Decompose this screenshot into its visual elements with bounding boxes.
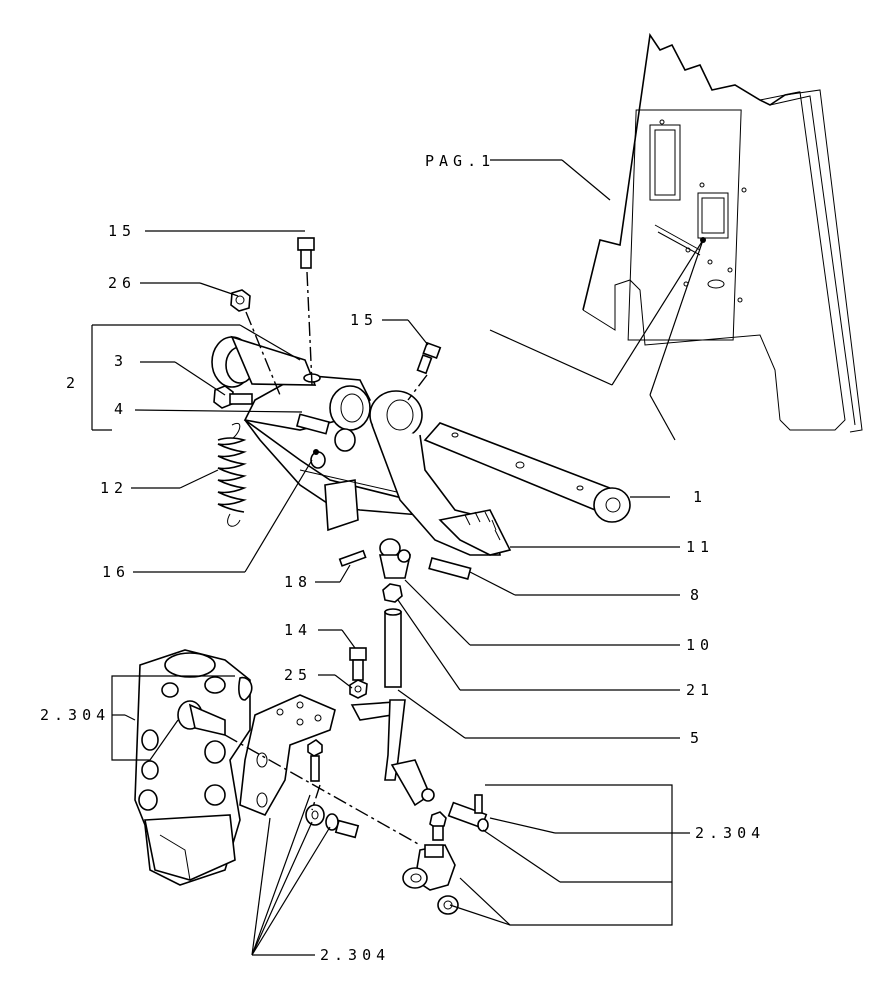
nut-26: [230, 289, 251, 312]
callout-pag1: PAG.1: [425, 152, 495, 170]
callout-15-right: 15: [350, 311, 378, 329]
pin-18: [338, 549, 367, 567]
bolt-15-right: [416, 341, 442, 375]
callout-21: 21: [686, 681, 714, 699]
tractor-body-panel: [489, 32, 863, 441]
adjuster-bolt: [213, 385, 253, 409]
callout-10: 10: [686, 636, 714, 654]
callout-1: 1: [693, 488, 707, 506]
callout-2304-right: 2.304: [695, 824, 765, 842]
callout-2304-left: 2.304: [40, 706, 110, 724]
callout-14: 14: [284, 621, 312, 639]
bolt-15-top: [297, 237, 315, 269]
mounting-plate: [239, 694, 336, 817]
lower-clevis: [402, 794, 489, 915]
callout-8: 8: [690, 586, 704, 604]
grease-fitting: [310, 449, 326, 469]
clevis: [379, 538, 472, 580]
pedal-shaft: [423, 422, 631, 523]
brake-valve: [134, 649, 253, 886]
nut-25: [349, 679, 368, 699]
bolt-14: [349, 647, 367, 681]
callout-3: 3: [114, 352, 128, 370]
pedal-bracket: [211, 335, 422, 532]
callout-25: 25: [284, 666, 312, 684]
callout-2304-bottom: 2.304: [320, 946, 390, 964]
callout-18: 18: [284, 573, 312, 591]
assembly-axes: [224, 271, 428, 846]
callout-5: 5: [690, 729, 704, 747]
callout-2: 2: [66, 374, 80, 392]
callout-26: 26: [108, 274, 136, 292]
callout-16: 16: [102, 563, 130, 581]
washers-and-bolt: [305, 804, 447, 841]
callout-labels: PAG.1 15 26 15 2 3 4 12 16 18 14 25 2.30…: [40, 152, 765, 964]
callout-15-top: 15: [108, 222, 136, 240]
pedal-lever: [369, 390, 512, 556]
callout-4: 4: [114, 400, 128, 418]
return-spring: [217, 422, 247, 527]
rod: [350, 583, 435, 807]
callout-12: 12: [100, 479, 128, 497]
callout-11: 11: [686, 538, 714, 556]
pin: [295, 413, 356, 452]
leader-lines: [91, 159, 690, 956]
